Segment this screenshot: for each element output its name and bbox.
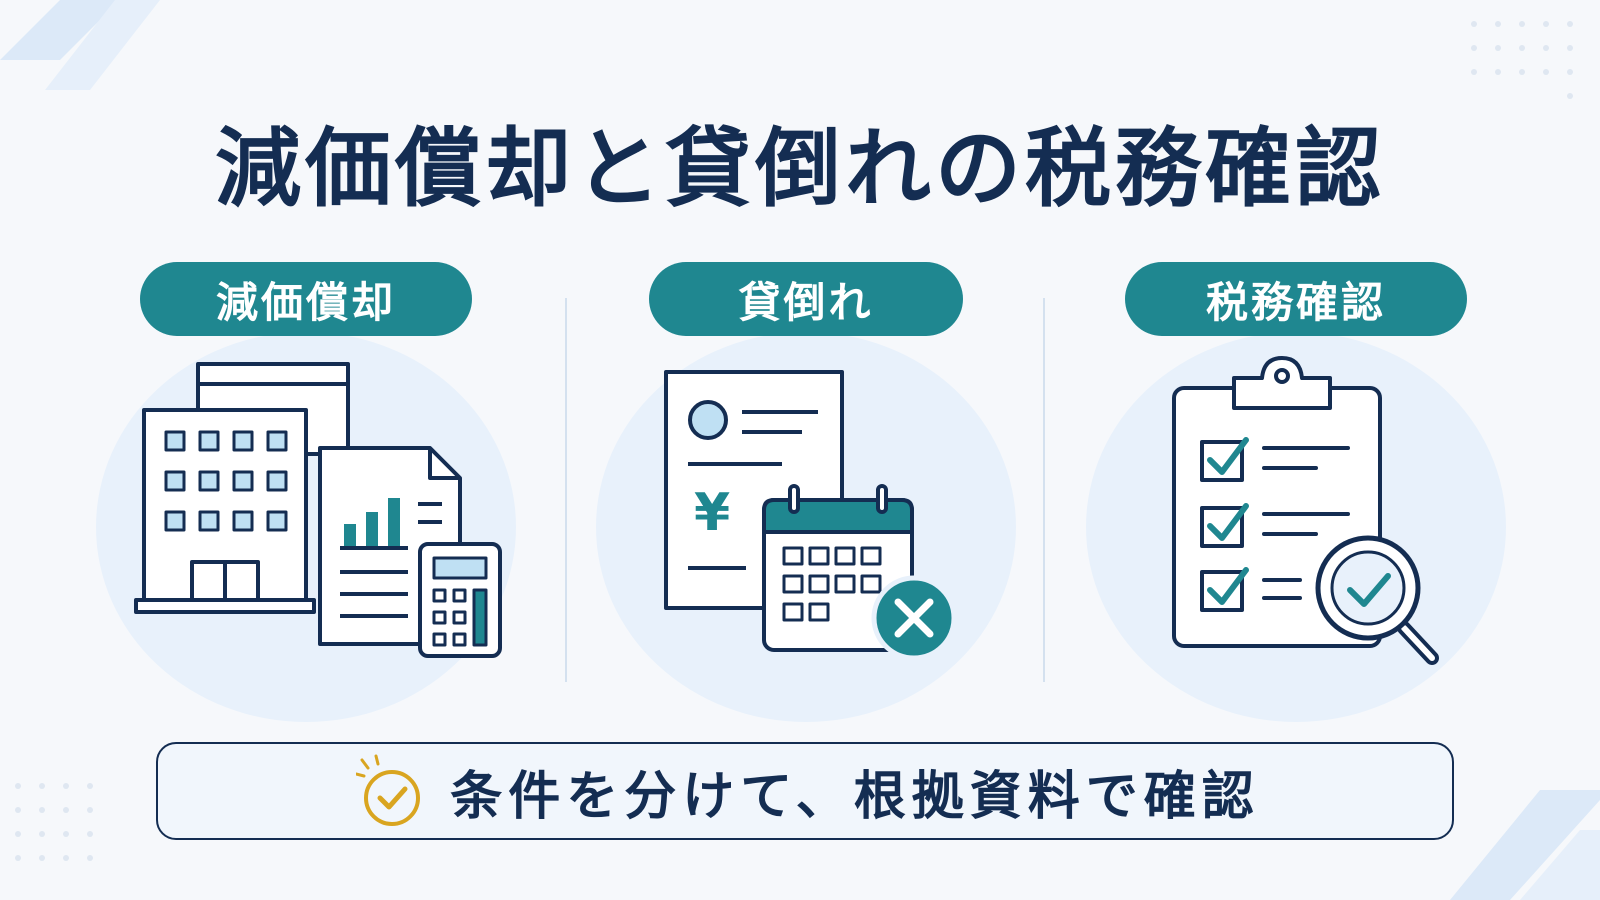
bottom-left-dots-decoration bbox=[15, 783, 93, 861]
summary-text: 条件を分けて、根拠資料で確認 bbox=[450, 766, 1260, 827]
check-circle-icon bbox=[356, 754, 420, 826]
svg-text:¥: ¥ bbox=[694, 483, 730, 543]
page-title: 減価償却と貸倒れの税務確認 bbox=[215, 119, 1385, 219]
section-bad-debt: 貸倒れ ¥ bbox=[596, 262, 1016, 722]
summary-box: 条件を分けて、根拠資料で確認 bbox=[156, 742, 1454, 840]
section-divider-1 bbox=[565, 298, 567, 682]
building-document-calculator-icon bbox=[134, 362, 502, 658]
section-label: 税務確認 bbox=[1125, 262, 1467, 336]
top-right-dots-decoration bbox=[1471, 21, 1573, 99]
invoice-calendar-cross-icon: ¥ bbox=[664, 370, 957, 661]
section-divider-2 bbox=[1043, 298, 1045, 682]
top-left-stripes-decoration bbox=[0, 0, 160, 90]
section-label: 減価償却 bbox=[140, 262, 472, 336]
clipboard-checklist-magnifier-icon bbox=[1172, 356, 1439, 665]
bottom-right-stripes-decoration bbox=[1450, 790, 1600, 900]
section-tax-confirmation: 税務確認 bbox=[1086, 262, 1506, 722]
section-depreciation: 減価償却 bbox=[96, 262, 516, 722]
section-label: 貸倒れ bbox=[649, 262, 963, 336]
